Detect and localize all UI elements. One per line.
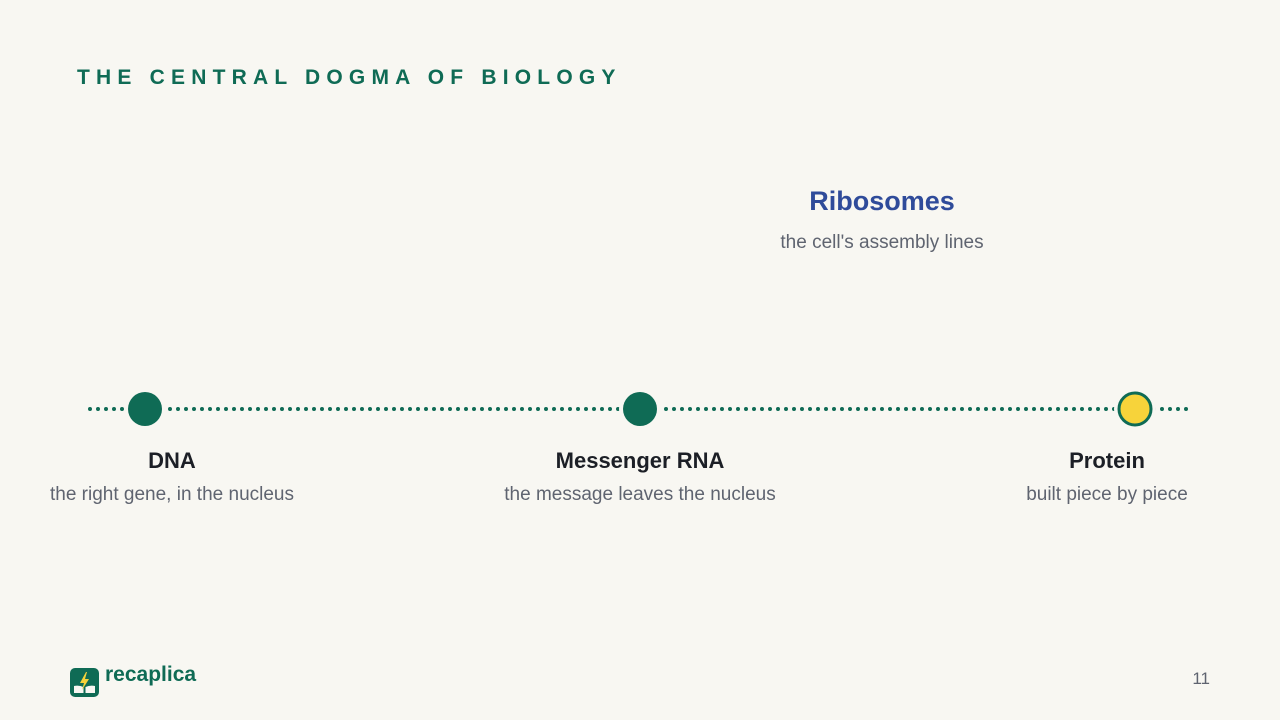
brand-logo: recaplica xyxy=(70,663,196,697)
node-label-protein: Protein xyxy=(1069,448,1145,473)
node-label-mrna: Messenger RNA xyxy=(555,448,725,473)
book-lightning-icon xyxy=(70,668,99,697)
slide-title: THE CENTRAL DOGMA OF BIOLOGY xyxy=(77,66,622,89)
timeline-dot-protein xyxy=(1117,391,1153,427)
node-sublabel-dna: the right gene, in the nucleus xyxy=(49,484,294,505)
node-label-dna: DNA xyxy=(148,448,196,473)
page-number: 11 xyxy=(1192,669,1210,688)
callout-title: Ribosomes xyxy=(809,186,955,216)
timeline-dot-mrna xyxy=(623,392,657,426)
node-sublabel-protein: built piece by piece xyxy=(1026,484,1188,505)
brand-name: recaplica xyxy=(105,662,197,686)
callout-subtitle: the cell's assembly lines xyxy=(780,232,984,253)
timeline-dot-dna xyxy=(128,392,162,426)
node-sublabel-mrna: the message leaves the nucleus xyxy=(504,484,776,505)
